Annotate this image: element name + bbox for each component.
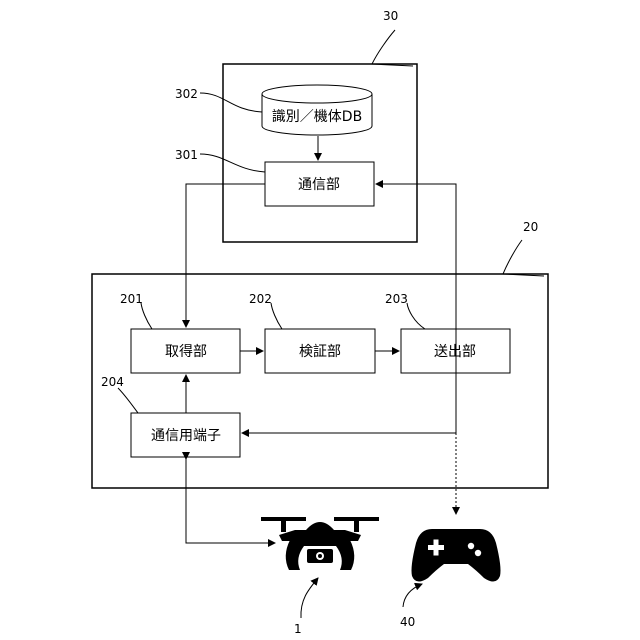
terminal-ref-label: 204 <box>101 375 124 389</box>
send-ref-label: 203 <box>385 292 408 306</box>
send-label: 送出部 <box>434 344 476 360</box>
acquire-label: 取得部 <box>165 343 207 360</box>
send-to-comm-arrow <box>376 184 456 433</box>
server-ref-label: 30 <box>383 9 398 23</box>
db-ref-label: 302 <box>175 87 198 101</box>
terminal-label: 通信用端子 <box>151 428 221 444</box>
drone-icon <box>261 517 379 570</box>
controller-ref-label: 40 <box>400 615 415 629</box>
comm-ref-label: 301 <box>175 148 198 162</box>
terminal-drone-link <box>186 459 275 543</box>
db-label: 識別／機体DB <box>272 109 362 125</box>
server-comm-label: 通信部 <box>298 177 340 193</box>
device-ref-label: 20 <box>523 220 538 234</box>
gamepad-icon <box>412 529 501 582</box>
acquire-ref-label: 201 <box>120 292 143 306</box>
verify-ref-label: 202 <box>249 292 272 306</box>
verify-label: 検証部 <box>299 344 341 360</box>
drone-ref-label: 1 <box>294 622 302 636</box>
